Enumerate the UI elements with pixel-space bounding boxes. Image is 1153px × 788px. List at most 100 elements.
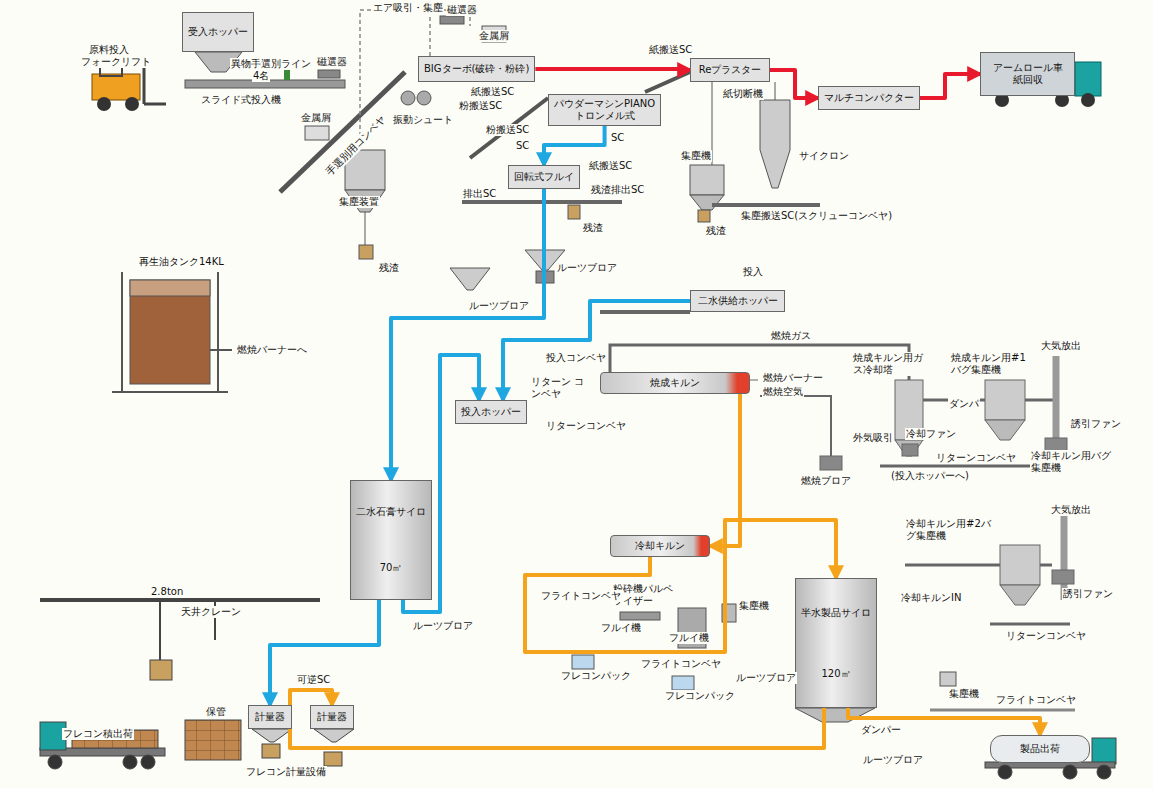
part-label: ルーツブロア (556, 262, 618, 274)
part-label: 2.8ton (150, 586, 184, 598)
part-label: 燃焼バーナーへ (236, 344, 308, 356)
part-label: ダンパー (860, 724, 902, 736)
part-label: 手選別用コンベヤ (323, 113, 389, 179)
part-label: 集塵装置 (338, 196, 380, 208)
equipment-box: 計量器 (310, 705, 354, 729)
equipment-label: 70㎥ (380, 562, 403, 574)
part-label: 紙切断機 (722, 88, 764, 100)
part-label: 金属屑 (300, 112, 332, 124)
part-label: 可逆SC (296, 674, 331, 686)
part-label: フレコン積出荷 (62, 728, 134, 740)
flow-line (770, 70, 818, 98)
part-label: ルーツブロア (862, 754, 924, 766)
part-label: 集塵機 (738, 600, 770, 612)
part-label: フライトコンベヤ (995, 694, 1077, 706)
part-label: フルイ機 (600, 622, 642, 634)
equipment-label: 焼成キルン (650, 377, 700, 389)
part-label: 焼成キルン用ガス冷却塔 (852, 352, 924, 376)
part-label: 誘引ファン (1070, 418, 1122, 430)
part-label: リターンコンベヤ (1005, 630, 1087, 642)
equipment-label: BIGターボ(破砕・粉砕) (424, 63, 529, 75)
part-label: 冷却キルン用#2バグ集塵機 (905, 518, 997, 542)
part-label: フライトコンベヤ (640, 658, 722, 670)
equipment-box: 製品出荷 (990, 735, 1090, 763)
part-label: 投入 (742, 266, 764, 278)
equipment-box: 二水石膏サイロ 70㎥ (350, 480, 432, 600)
equipment-box: BIGターボ(破砕・粉砕) (418, 56, 535, 82)
equipment-label: 120㎥ (821, 668, 850, 680)
flow-line (535, 69, 690, 70)
equipment-label: 回転式フルイ (514, 171, 574, 183)
part-label: 燃焼ガス (770, 330, 812, 342)
equipment-label: Reプラスター (699, 64, 762, 76)
part-label: 磁選器 (316, 56, 348, 68)
equipment-box: パウダーマシンPIANOトロンメル式 (548, 94, 661, 126)
equipment-box: マルチコンパクター (818, 86, 920, 110)
part-label: 異物手選別ライン (230, 58, 312, 70)
equipment-label: 二水供給ホッパー (698, 295, 778, 307)
part-label: 残渣 (378, 262, 400, 274)
equipment-box: 回転式フルイ (508, 165, 580, 189)
part-label: 排出SC (462, 188, 497, 200)
part-label: 集塵搬送SC(スクリューコンベヤ) (740, 210, 893, 222)
part-label: 紙搬送SC (470, 86, 515, 98)
sorting-line (185, 10, 820, 259)
part-label: ルーツブロア (468, 300, 530, 312)
part-label: 保管 (205, 706, 227, 718)
equipment-label: 紙回収 (1013, 74, 1043, 86)
equipment-label: トロンメル式 (575, 110, 635, 122)
equipment-box: 半水製品サイロ120㎥ (795, 578, 877, 708)
part-label: エア吸引・集塵 (372, 2, 444, 14)
equipment-box: アームロール車紙回収 (980, 52, 1075, 96)
part-label: ダンパ (948, 398, 980, 410)
part-label: リターンコンベヤ (545, 420, 627, 432)
part-label: 冷却ファン (905, 428, 957, 440)
part-label: ルーツブロア (412, 620, 474, 632)
part-label: 天井クレーン (180, 606, 242, 618)
part-label: 振動シュート (392, 114, 454, 126)
equipment-label: 二水石膏サイロ (356, 506, 426, 518)
equipment-label: 受入ホッパー (188, 26, 248, 38)
part-label: フレコンパック (560, 670, 632, 682)
part-label: 紙搬送SC (648, 44, 693, 56)
crane-and-shipping (40, 600, 1116, 779)
flow-line (920, 74, 980, 98)
part-label: 冷却キルンIN (900, 592, 962, 604)
part-label: 外気吸引 (852, 432, 894, 444)
part-label: 冷却キルン用バグ集塵機 (1030, 450, 1112, 474)
flow-line (848, 708, 1040, 735)
blowers-and-tank (112, 250, 690, 392)
equipment-box: Reプラスター (690, 58, 770, 82)
part-label: サイクロン (798, 150, 850, 162)
part-label: 誘引ファン (1062, 588, 1114, 600)
part-label: SC (610, 132, 625, 144)
part-label: 大気放出 (1040, 340, 1082, 352)
equipment-label: パウダーマシンPIANO (554, 98, 655, 110)
part-label: 紙搬送SC (588, 160, 633, 172)
part-label: 大気放出 (1050, 504, 1092, 516)
equipment-label: 冷却キルン (635, 540, 685, 552)
part-label: 集塵機 (680, 150, 712, 162)
equipment-box: 計量器 (248, 705, 292, 729)
equipment-box: 焼成キルン (600, 372, 750, 394)
part-label: ルーツブロア (735, 672, 797, 684)
flow-line (525, 520, 836, 652)
part-label: 残渣排出SC (590, 184, 645, 196)
equipment-box: 受入ホッパー (182, 12, 254, 52)
flow-line (290, 690, 824, 748)
part-label: 粉搬送SC (485, 124, 530, 136)
part-label: スライド式投入機 (200, 94, 282, 106)
equipment-label: マルチコンパクター (824, 92, 914, 104)
part-label: (投入ホッパーへ) (890, 470, 970, 482)
part-label: 残渣 (582, 222, 604, 234)
part-label: 4名 (252, 70, 270, 82)
part-label: フライトコンベヤ (540, 590, 622, 602)
equipment-label: 製品出荷 (1020, 743, 1060, 755)
part-label: 集塵機 (948, 688, 980, 700)
part-label: 原料投入 (88, 44, 130, 56)
part-label: 燃焼ブロア (800, 475, 852, 487)
part-label: 焼成キルン用#1バグ集塵機 (950, 352, 1032, 376)
part-label: 磁選器 (446, 4, 478, 16)
part-label: 金属屑 (478, 30, 510, 42)
equipment-label: 投入ホッパー (461, 406, 521, 418)
